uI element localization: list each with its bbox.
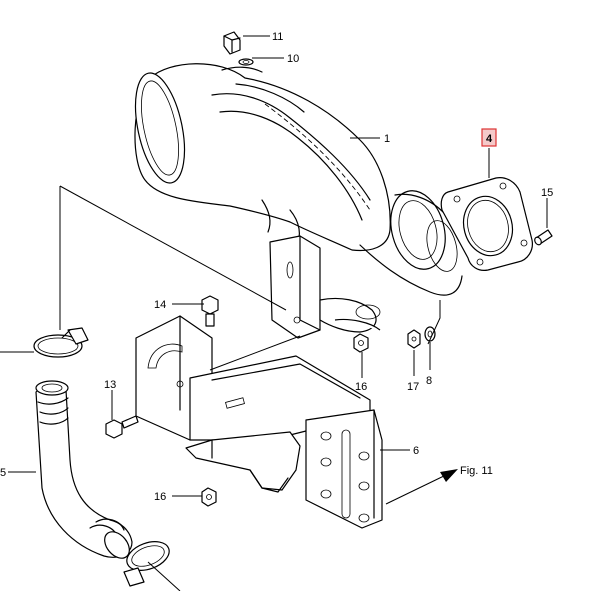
callout-5: 5 xyxy=(0,467,6,479)
callout-leaders xyxy=(8,35,548,497)
nut-16-upper[interactable] xyxy=(353,333,369,353)
callout-17: 17 xyxy=(407,381,419,393)
lower-hose-clamp[interactable] xyxy=(123,536,173,587)
callout-6: 6 xyxy=(413,445,419,457)
figure-reference: Fig. 11 xyxy=(460,465,493,477)
callout-10: 10 xyxy=(287,53,299,65)
figure-reference-arrow xyxy=(385,469,458,505)
pipe-bracket xyxy=(269,235,381,339)
callout-13: 13 xyxy=(104,379,116,391)
callout-1: 1 xyxy=(384,133,390,145)
hose-part[interactable] xyxy=(35,380,134,563)
callout-8: 8 xyxy=(426,375,432,387)
washer-8[interactable] xyxy=(424,326,436,342)
callout-16-lower: 16 xyxy=(154,491,166,503)
callout-labels: 11 10 1 4 15 14 13 16 17 8 6 16 5 Fig. 1… xyxy=(0,31,553,503)
callout-14: 14 xyxy=(154,299,166,311)
nut-16-lower[interactable] xyxy=(201,487,217,507)
pin-part[interactable] xyxy=(533,229,553,246)
guide-lines xyxy=(0,185,441,591)
gasket-part[interactable] xyxy=(440,177,533,271)
nut-17[interactable] xyxy=(407,329,421,349)
callout-11: 11 xyxy=(272,31,283,43)
callout-15: 15 xyxy=(541,187,553,199)
callout-4-highlight xyxy=(481,128,497,147)
bolt-14[interactable] xyxy=(201,295,219,327)
plug-part[interactable] xyxy=(223,31,241,55)
upper-hose-clamp[interactable] xyxy=(33,327,89,358)
washer-part[interactable] xyxy=(238,58,254,66)
bolt-13[interactable] xyxy=(105,415,139,439)
callout-16-upper: 16 xyxy=(355,381,367,393)
callout-4: 4 xyxy=(486,133,493,145)
mounting-bracket-part[interactable] xyxy=(135,315,383,529)
